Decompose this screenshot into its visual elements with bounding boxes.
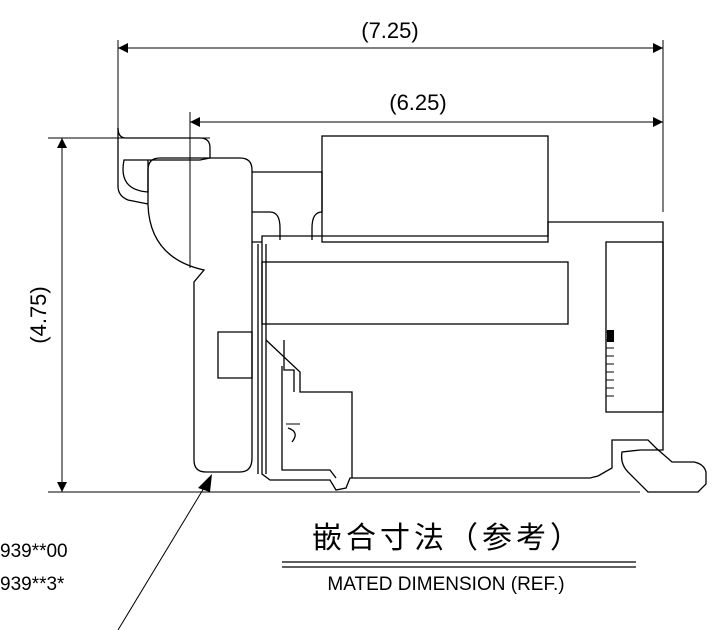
contact-step [217,331,253,379]
top-lever [252,171,323,240]
part-numbers: 939**00 939**3* [0,541,68,595]
height-label: (4.75) [26,286,51,343]
contact-band [261,261,569,325]
rear-latch [117,127,211,193]
body-width-label: (6.25) [389,90,446,115]
connector-outline [117,127,707,493]
part-number-2: 939**3* [0,574,65,595]
title-english: MATED DIMENSION (REF.) [327,574,564,595]
part-number-1: 939**00 [0,541,68,562]
title-japanese: 嵌合寸法（参考） [312,521,584,556]
body-width-dimension: (6.25) [189,90,663,268]
top-housing [321,135,549,243]
overall-width-dimension: (7.25) [117,18,664,212]
leader-line [117,474,212,630]
overall-width-label: (7.25) [361,18,418,43]
main-body [252,221,707,493]
title-block: 嵌合寸法（参考） MATED DIMENSION (REF.) [282,521,636,595]
terminal-block [605,241,664,413]
terminal-pins [606,330,614,397]
front-cover [147,157,253,473]
